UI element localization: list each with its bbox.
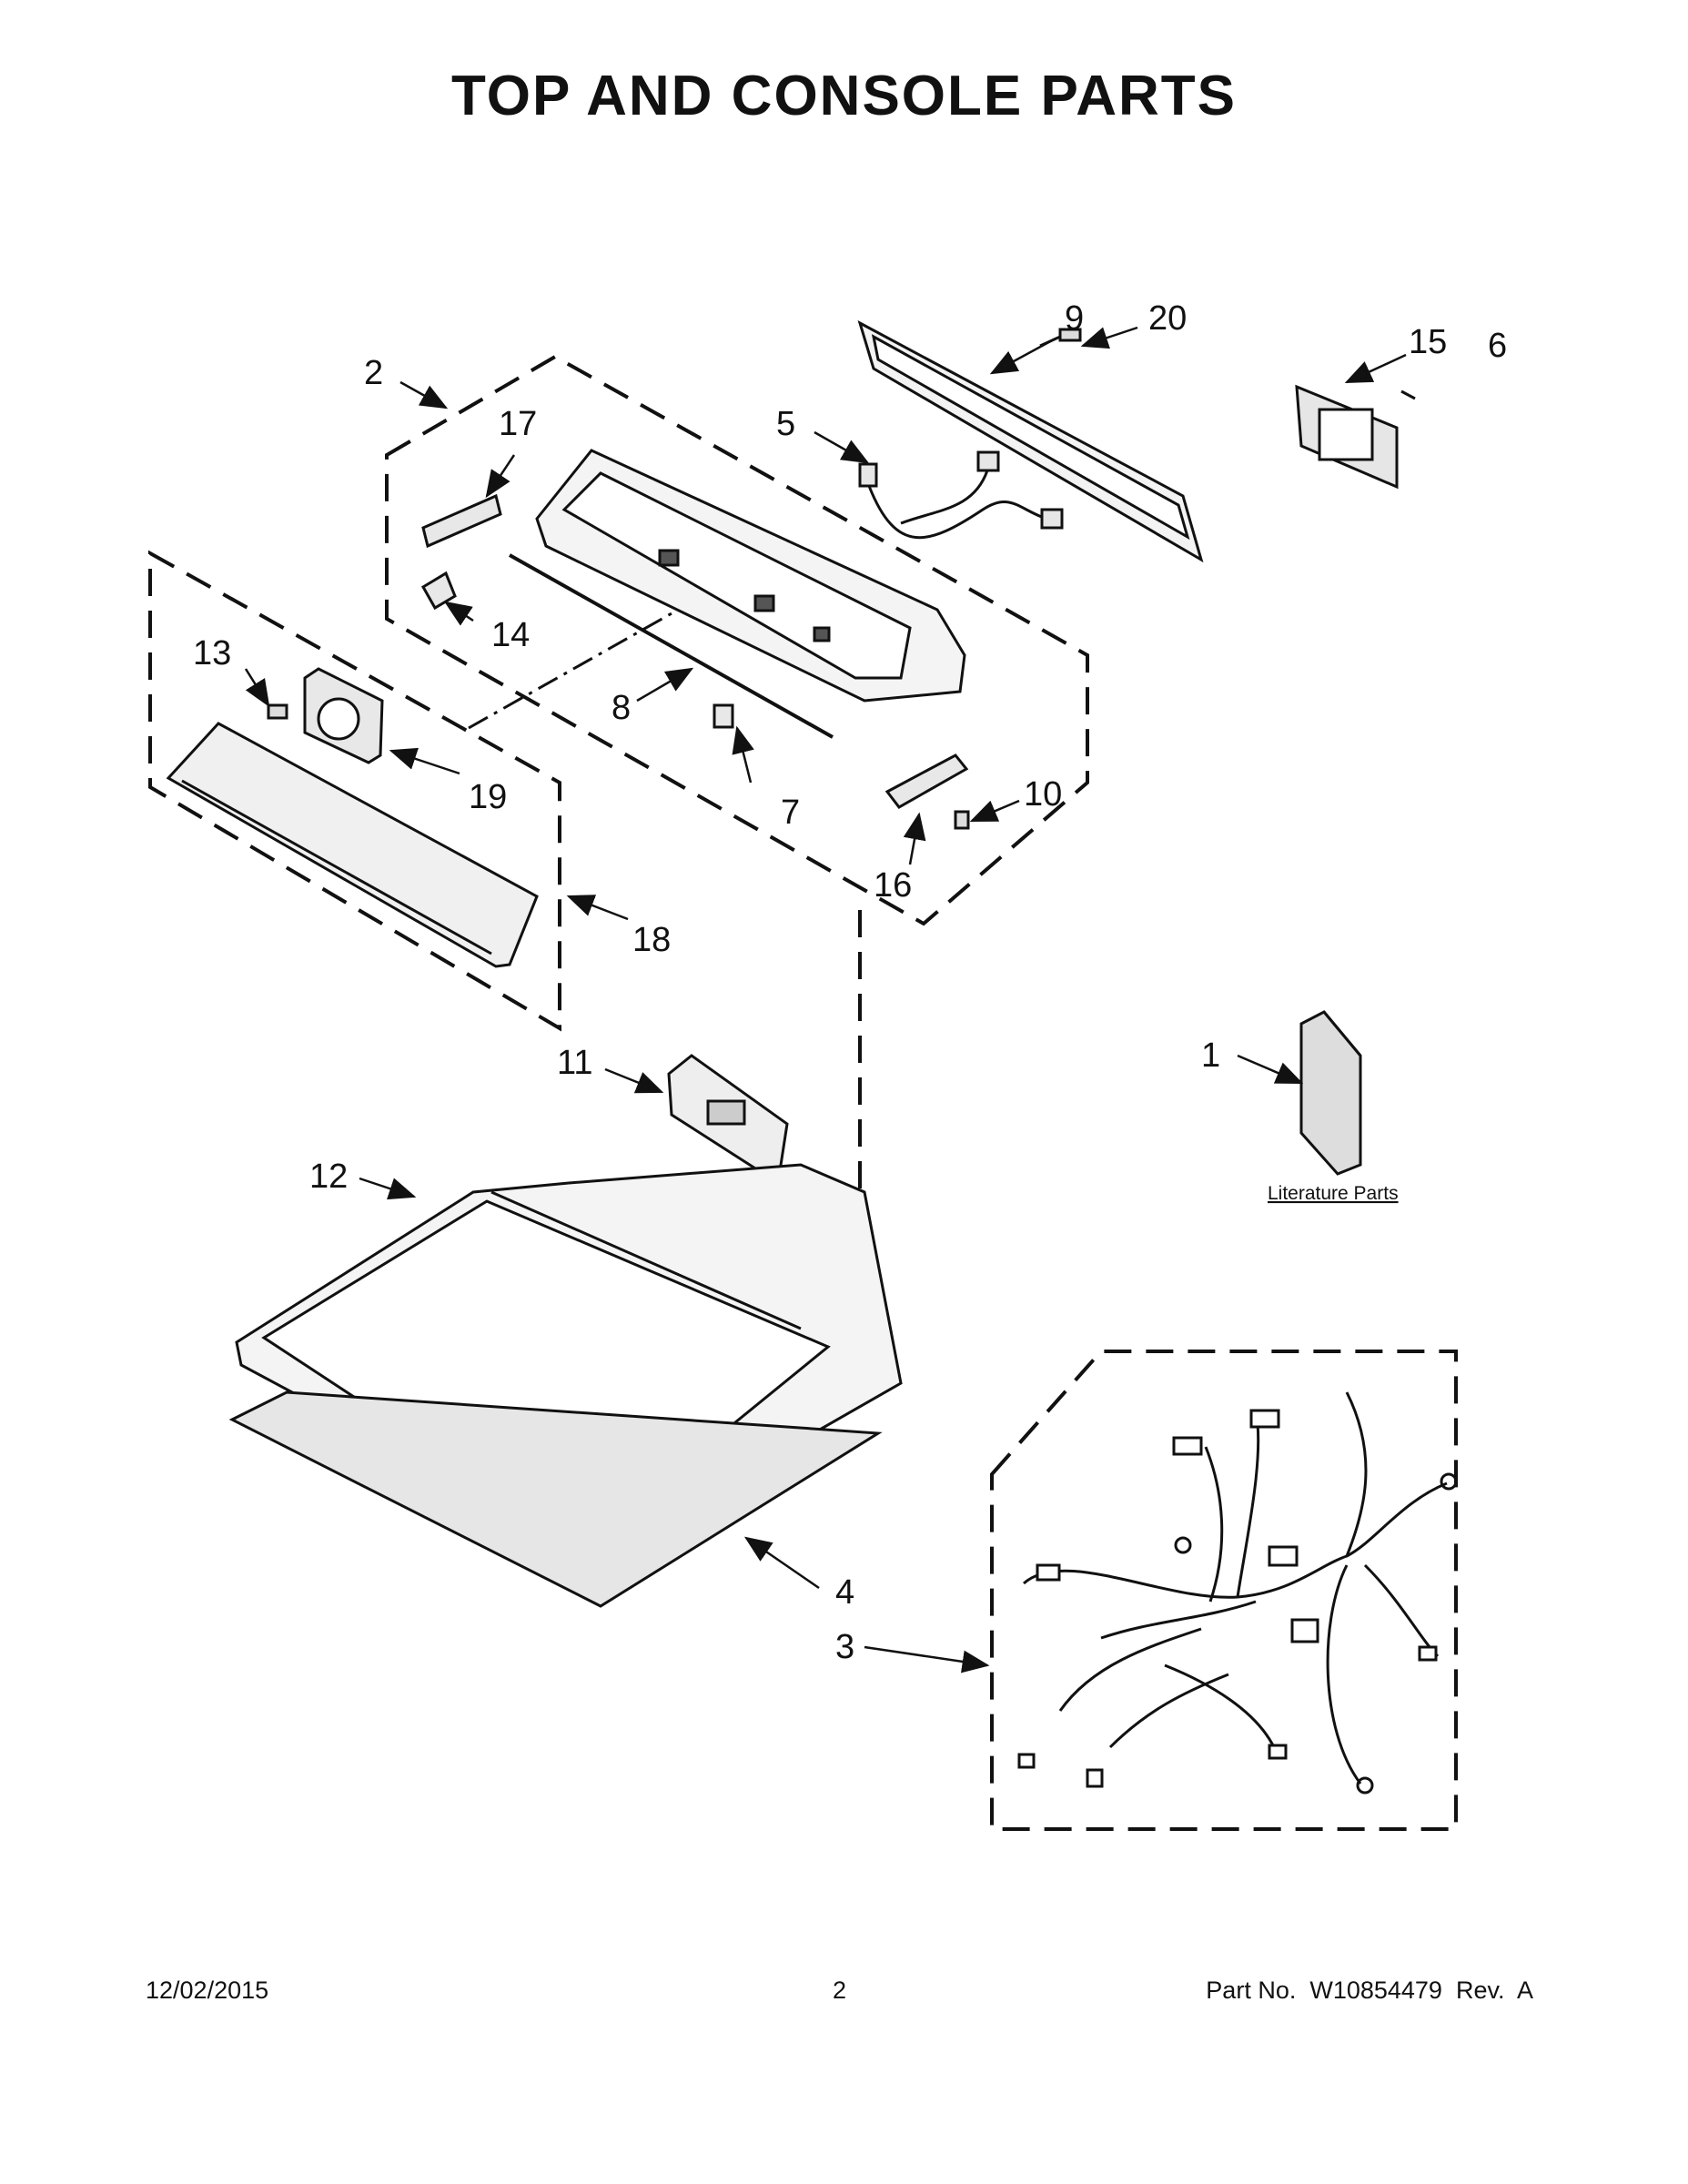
callout-12: 12 bbox=[309, 1158, 348, 1196]
footer-part-number: Part No. W10854479 Rev. A bbox=[1206, 1977, 1533, 2004]
console-housing-2-part bbox=[535, 449, 966, 703]
callout-9: 9 bbox=[1065, 299, 1084, 338]
callout-6: 6 bbox=[1488, 327, 1507, 365]
callout-5: 5 bbox=[776, 405, 795, 443]
callout-1: 1 bbox=[1201, 1036, 1220, 1075]
switch-17-part bbox=[421, 493, 502, 549]
screw-13-part bbox=[267, 703, 288, 720]
callout-14: 14 bbox=[491, 616, 530, 654]
leader-arrows bbox=[244, 326, 1407, 1673]
callout-4: 4 bbox=[835, 1573, 854, 1612]
callout-19: 19 bbox=[469, 778, 507, 816]
gasket-sheet-4-part bbox=[228, 1390, 883, 1608]
callout-17: 17 bbox=[499, 405, 537, 443]
callout-8: 8 bbox=[612, 689, 631, 727]
callout-18: 18 bbox=[632, 921, 671, 959]
callout-13: 13 bbox=[193, 634, 231, 672]
group-18-cover-boundary bbox=[148, 550, 561, 1032]
wire-harness-5-part bbox=[858, 450, 1064, 539]
page-title: TOP AND CONSOLE PARTS bbox=[450, 65, 1237, 127]
callout-16: 16 bbox=[874, 866, 912, 905]
control-board-11-part bbox=[667, 1054, 789, 1186]
footer-date: 12/02/2015 bbox=[146, 1977, 269, 2004]
console-back-panel-part bbox=[857, 319, 1204, 563]
clip-7-part bbox=[713, 703, 734, 729]
clip-14-part bbox=[420, 571, 457, 611]
callout-2: 2 bbox=[364, 354, 383, 392]
bracket-15-part bbox=[1295, 384, 1416, 490]
group-2-console-boundary bbox=[385, 354, 1089, 926]
callout-15: 15 bbox=[1409, 323, 1447, 361]
literature-parts-label: Literature Parts bbox=[1268, 1183, 1399, 1204]
group-3-harness-boundary bbox=[990, 1350, 1458, 1831]
footer-page-number: 2 bbox=[833, 1977, 847, 2004]
screw-10-part bbox=[954, 810, 970, 830]
callout-labels: 1 2 3 4 5 6 7 8 9 10 11 12 13 14 15 16 1… bbox=[193, 299, 1507, 1666]
module-19-part bbox=[303, 667, 384, 764]
console-cover-18-part bbox=[166, 722, 539, 968]
main-wire-harness-3-part bbox=[1017, 1391, 1458, 1795]
callout-20: 20 bbox=[1148, 299, 1187, 338]
callout-11: 11 bbox=[557, 1044, 592, 1082]
bracket-16-part bbox=[884, 753, 969, 809]
callout-7: 7 bbox=[781, 794, 800, 832]
callout-10: 10 bbox=[1024, 775, 1062, 814]
callout-3: 3 bbox=[835, 1628, 854, 1666]
trim-strip-8-part bbox=[509, 553, 834, 739]
literature-book-1-part bbox=[1299, 1010, 1362, 1176]
